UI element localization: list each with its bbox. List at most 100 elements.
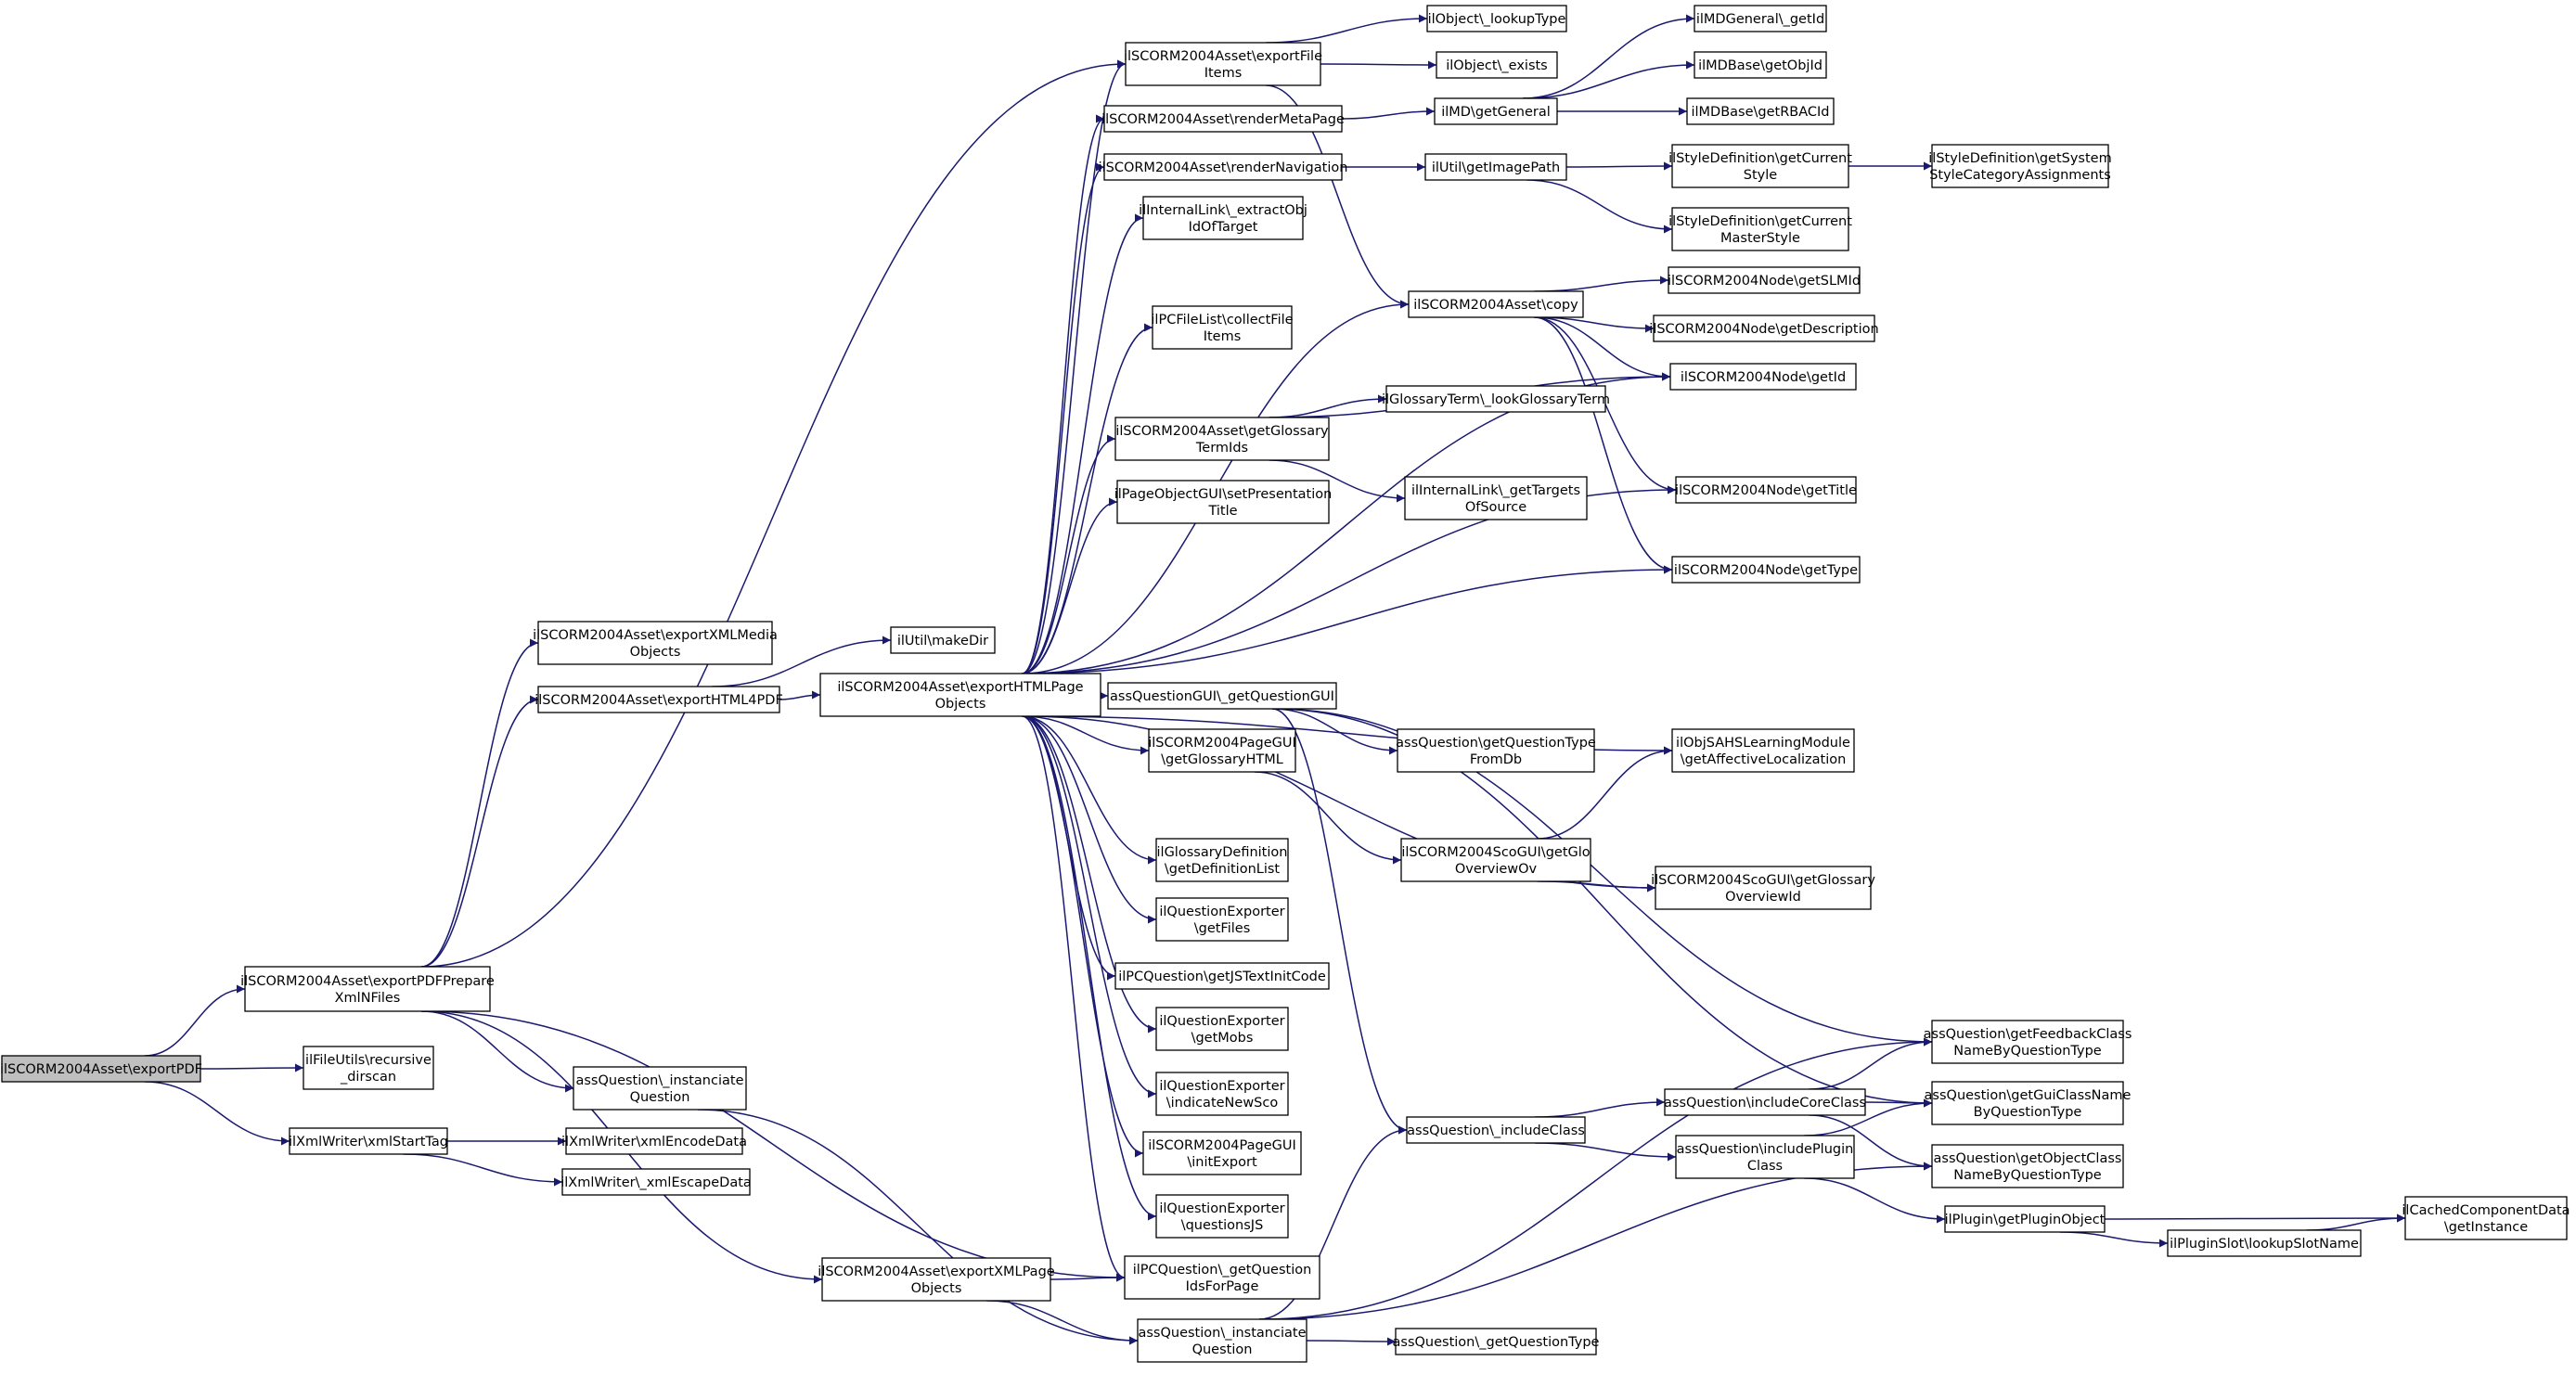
node-getPluginObject[interactable]: ilPlugin\getPluginObject [1944, 1205, 2106, 1233]
node-label: assQuestion\getFeedbackClass [1924, 1027, 2132, 1042]
edge-path [779, 690, 821, 700]
node-getFeedbackClassName[interactable]: assQuestion\getFeedbackClassNameByQuesti… [1924, 1020, 2132, 1064]
node-getSystemStyleCategory[interactable]: ilStyleDefinition\getSystemStyleCategory… [1928, 144, 2112, 188]
node-label: assQuestion\includeCoreClass [1664, 1096, 1866, 1111]
node-box [1124, 1255, 1320, 1300]
node-getGeneral[interactable]: ilMD\getGeneral [1434, 97, 1558, 125]
node-getQuestionGUI[interactable]: assQuestionGUI\_getQuestionGUI [1107, 682, 1337, 710]
node-xmlEncodeData[interactable]: ilXmlWriter\xmlEncodeData [561, 1127, 747, 1155]
node-box [1397, 728, 1595, 773]
node-renderMetaPage[interactable]: ilSCORM2004Asset\renderMetaPage [1101, 105, 1345, 133]
node-label: StyleCategoryAssignments [1929, 168, 2111, 183]
node-getJSTextInitCode[interactable]: ilPCQuestion\getJSTextInitCode [1114, 962, 1330, 990]
node-box [1931, 1081, 2124, 1125]
node-includeCoreClass[interactable]: assQuestion\includeCoreClass [1664, 1088, 1866, 1116]
node-getDefinitionList[interactable]: ilGlossaryDefinition\getDefinitionList [1155, 838, 1289, 882]
node-getQuestionType[interactable]: assQuestion\_getQuestionType [1393, 1328, 1600, 1355]
edge-path [2306, 1213, 2406, 1231]
node-box [289, 1127, 448, 1155]
edge-path [1022, 162, 1105, 674]
node-makeDir[interactable]: ilUtil\makeDir [890, 626, 996, 654]
edge-path [1022, 715, 1157, 1034]
node-label: MasterStyle [1720, 231, 1800, 246]
node-indicateNewSco[interactable]: ilQuestionExporter\indicateNewSco [1155, 1072, 1289, 1116]
node-exists[interactable]: ilObject\_exists [1436, 51, 1558, 79]
node-box [1155, 1007, 1289, 1051]
node-includeClass[interactable]: assQuestion\_includeClass [1406, 1116, 1586, 1144]
node-getRBACId[interactable]: ilMDBase\getRBACId [1686, 97, 1835, 125]
edge-renderMetaPage-to-getGeneral [1341, 107, 1436, 120]
node-label: OfSource [1465, 500, 1526, 515]
edge-instanciateQuestion-to-instanciateQuestion2 [697, 1109, 1139, 1345]
node-getMobs[interactable]: ilQuestionExporter\getMobs [1155, 1007, 1289, 1051]
node-label: ilPCQuestion\_getQuestion [1133, 1263, 1312, 1278]
edge-path [1320, 60, 1437, 70]
node-getAffectiveLocalization[interactable]: ilObjSAHSLearningModule\getAffectiveLoca… [1671, 728, 1855, 773]
node-label: XmlNFiles [335, 991, 401, 1006]
edge-path [1272, 708, 1933, 1108]
node-lookGlossaryTerm[interactable]: ilGlossaryTerm\_lookGlossaryTerm [1382, 385, 1610, 413]
node-box [1669, 363, 1857, 391]
node-exportHTML4PDF[interactable]: ilSCORM2004Asset\exportHTML4PDF [535, 686, 783, 713]
node-getSLMId[interactable]: ilSCORM2004Node\getSLMId [1668, 266, 1861, 294]
node-label: ilSCORM2004Node\getDescription [1649, 322, 1878, 337]
edge-exportXMLPage-to-instanciateQuestion2 [986, 1300, 1139, 1345]
node-getGlossaryHTML[interactable]: ilSCORM2004PageGUI\getGlossaryHTML [1148, 728, 1296, 773]
node-getGuiClassName[interactable]: assQuestion\getGuiClassNameByQuestionTyp… [1925, 1081, 2132, 1125]
node-label: ilMDBase\getRBACId [1691, 105, 1829, 120]
node-initExport[interactable]: ilSCORM2004PageGUI\initExport [1142, 1131, 1302, 1175]
node-nodeGetId[interactable]: ilSCORM2004Node\getId [1669, 363, 1857, 391]
edge-path [421, 638, 539, 968]
node-label: ilSCORM2004Asset\copy [1413, 298, 1578, 313]
node-getDescription[interactable]: ilSCORM2004Node\getDescription [1649, 315, 1879, 342]
node-getImagePath[interactable]: ilUtil\getImagePath [1424, 153, 1567, 181]
node-exportPDFPrepare[interactable]: ilSCORM2004Asset\exportPDFPrepareXmlNFil… [240, 966, 495, 1012]
edge-path [421, 1010, 1126, 1282]
node-questionsJS[interactable]: ilQuestionExporter\questionsJS [1155, 1194, 1289, 1239]
node-box [1694, 5, 1827, 32]
node-label: OverviewOv [1455, 862, 1538, 877]
node-box [1400, 838, 1591, 882]
node-mdGetId[interactable]: ilMDGeneral\_getId [1694, 5, 1827, 32]
node-label: ilQuestionExporter [1159, 1014, 1284, 1029]
node-exportPDF[interactable]: ilSCORM2004Asset\exportPDF [0, 1055, 202, 1083]
node-getFiles[interactable]: ilQuestionExporter\getFiles [1155, 897, 1289, 942]
node-xmlEscapeData[interactable]: ilXmlWriter\_xmlEscapeData [560, 1168, 752, 1196]
node-getType[interactable]: ilSCORM2004Node\getType [1671, 556, 1861, 584]
node-renderNavigation[interactable]: ilSCORM2004Asset\renderNavigation [1099, 153, 1348, 181]
node-label: ilInternalLink\_extractObj [1139, 203, 1307, 218]
node-label: ilSCORM2004PageGUI [1148, 736, 1296, 751]
edge-getPluginObject-to-lookupSlotName [2059, 1231, 2169, 1248]
node-copy[interactable]: ilSCORM2004Asset\copy [1408, 290, 1584, 318]
edge-exportPDF-to-exportPDFPrepare [145, 984, 246, 1057]
node-xmlStartTag[interactable]: ilXmlWriter\xmlStartTag [289, 1127, 448, 1155]
node-lookupType[interactable]: ilObject\_lookupType [1426, 5, 1567, 32]
node-getObjId[interactable]: ilMDBase\getObjId [1694, 51, 1827, 79]
node-recursiveDirscan[interactable]: ilFileUtils\recursive_dirscan [303, 1046, 434, 1090]
node-label: Objects [935, 697, 986, 712]
node-getObjectClassName[interactable]: assQuestion\getObjectClassNameByQuestion… [1931, 1144, 2124, 1188]
node-getInstance[interactable]: ilCachedComponentData\getInstance [2402, 1196, 2570, 1240]
edge-path [1537, 746, 1673, 840]
node-lookupSlotName[interactable]: ilPluginSlot\lookupSlotName [2167, 1229, 2362, 1257]
edge-copy-to-getType [1534, 316, 1673, 574]
node-getTitle[interactable]: ilSCORM2004Node\getTitle [1675, 476, 1857, 504]
